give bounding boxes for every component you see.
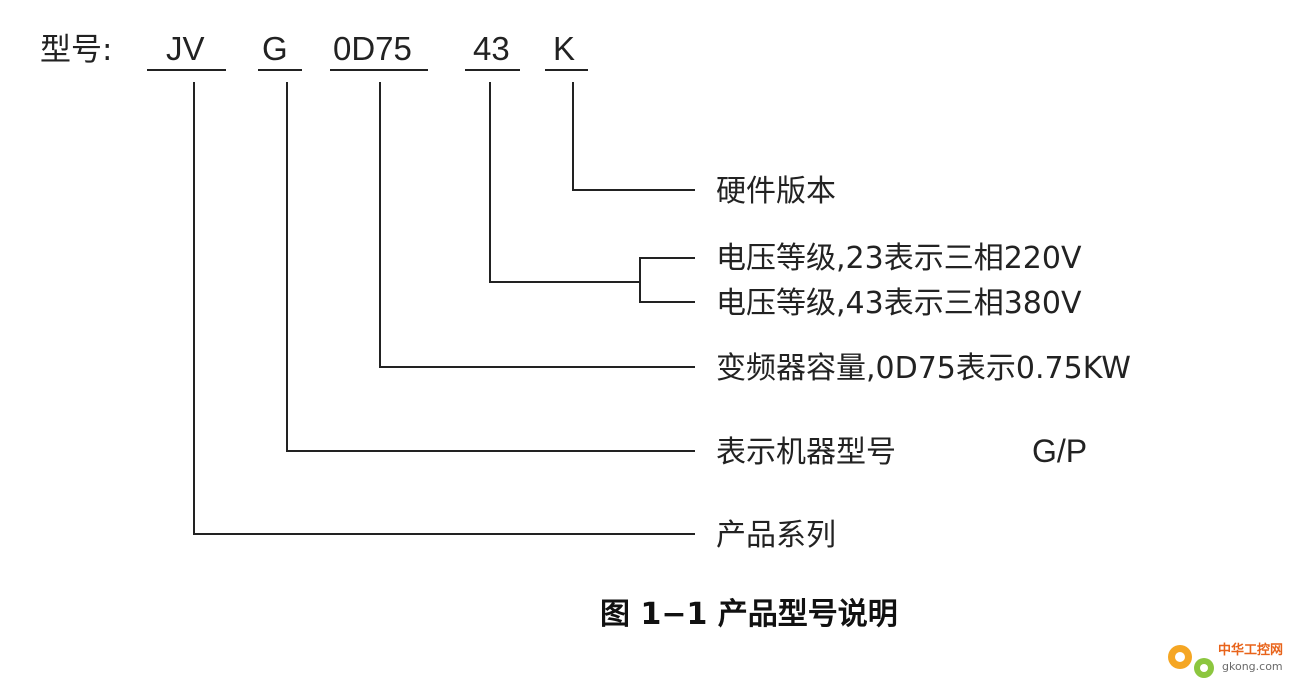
figure-caption: 图 1−1 产品型号说明 bbox=[600, 597, 898, 632]
desc-voltage-220: 电压等级,23表示三相220V bbox=[716, 241, 1082, 276]
watermark-text-domain: gkong.com bbox=[1222, 660, 1283, 673]
desc-hardware-version: 硬件版本 bbox=[716, 174, 836, 209]
segment-capacity: 0D75 bbox=[333, 30, 412, 67]
desc-voltage-380: 电压等级,43表示三相380V bbox=[716, 286, 1082, 321]
desc-machine-type: 表示机器型号 bbox=[716, 435, 896, 470]
segment-machine-type: G bbox=[262, 30, 288, 67]
desc-capacity: 变频器容量,0D75表示0.75KW bbox=[716, 351, 1131, 386]
connector-machine-type bbox=[286, 82, 695, 452]
desc-machine-type-values: G/P bbox=[1032, 433, 1087, 469]
segment-voltage: 43 bbox=[473, 30, 510, 67]
connector-voltage bbox=[489, 82, 640, 283]
connector-capacity bbox=[379, 82, 695, 368]
desc-series: 产品系列 bbox=[716, 518, 836, 553]
watermark-text-cn: 中华工控网 bbox=[1218, 642, 1283, 658]
connector-series bbox=[193, 82, 695, 535]
connector-voltage-bracket bbox=[639, 257, 695, 303]
model-prefix: 型号: bbox=[40, 32, 112, 68]
segment-series: JV bbox=[166, 30, 205, 67]
watermark-logo: 中华工控网 gkong.com bbox=[1168, 642, 1283, 678]
segment-hardware: K bbox=[553, 30, 575, 67]
connector-hardware bbox=[572, 82, 695, 191]
gear-icon bbox=[1168, 645, 1214, 678]
